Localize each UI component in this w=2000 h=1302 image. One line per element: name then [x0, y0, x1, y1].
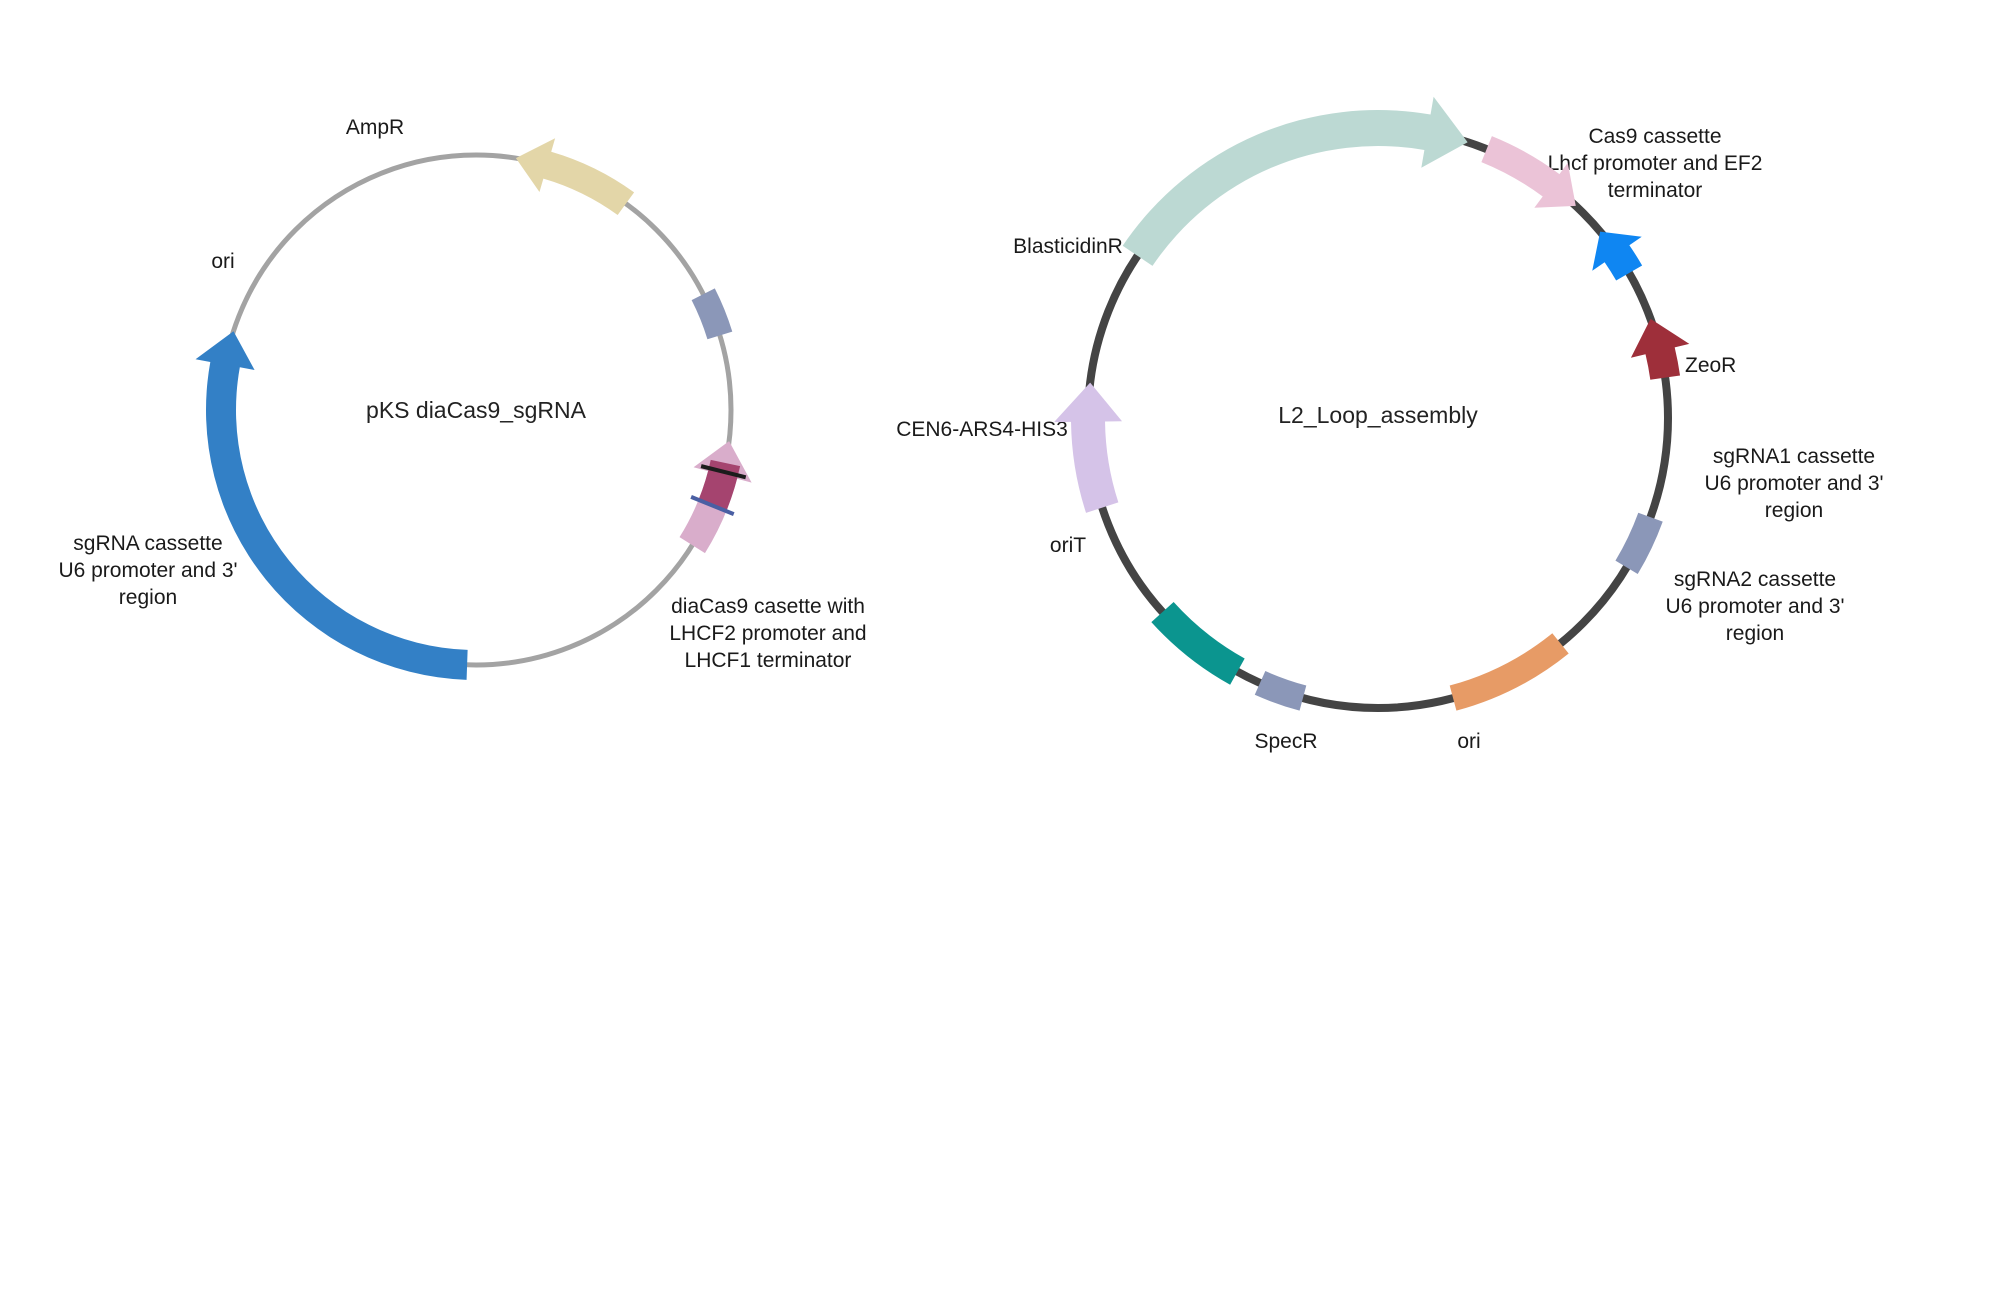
sgrna1-cassette-label: sgRNA1 cassette: [1713, 445, 1875, 468]
ori-label: ori: [1457, 730, 1480, 753]
blasticidinr-arrow: [1054, 382, 1123, 513]
sgrna1-cassette-arrow: [1592, 231, 1643, 281]
sgrna1-cassette-label: U6 promoter and 3': [1704, 472, 1883, 495]
l2-plasmid-name: L2_Loop_assembly: [1278, 402, 1478, 428]
sgrna2-cassette-label: region: [1726, 622, 1784, 645]
sgrna-cassette-site-marker: [700, 464, 747, 480]
zeor-arrow: [1481, 136, 1576, 208]
cas9-cassette-label: terminator: [1608, 179, 1703, 202]
specr-block: [1449, 633, 1569, 711]
sgrna2-cassette-label: U6 promoter and 3': [1665, 595, 1844, 618]
l2-feature-orit[interactable]: oriT: [1050, 534, 1307, 711]
ampr-arrow: [515, 138, 635, 216]
cen6-label: CEN6-ARS4-HIS3: [896, 418, 1068, 441]
plasmid-pks: pKS diaCas9_sgRNA AmpR ori sgRNA cassetteU6…: [58, 116, 867, 680]
l2-feature-cen6[interactable]: CEN6-ARS4-HIS3: [896, 418, 1245, 685]
blasticidinr-label: BlasticidinR: [1013, 235, 1123, 258]
specr-label: SpecR: [1254, 730, 1317, 753]
cen6-block: [1151, 602, 1245, 685]
sgrna2-cassette-label: sgRNA2 cassette: [1674, 568, 1836, 591]
diacas9-cassette-label: LHCF2 promoter and: [669, 622, 866, 645]
orit-label: oriT: [1050, 534, 1086, 557]
cas9-cassette-arrow: [1122, 96, 1468, 266]
sgrna-cassette-label: U6 promoter and 3': [58, 559, 237, 582]
diacas9-cassette-arrow: [195, 331, 468, 680]
diacas9-cassette-label: diaCas9 casette with: [671, 595, 865, 618]
sgrna-cassette-label: region: [119, 586, 177, 609]
pks-feature-ori[interactable]: ori: [211, 250, 733, 340]
pks-feature-ampr[interactable]: AmpR: [346, 116, 635, 216]
ori-block: [1615, 512, 1663, 575]
diacas9-cassette-label: LHCF1 terminator: [685, 649, 852, 672]
orit-block: [1254, 671, 1307, 711]
l2-feature-blasticidinr[interactable]: BlasticidinR: [1013, 235, 1123, 513]
pks-plasmid-name: pKS diaCas9_sgRNA: [366, 397, 587, 423]
sgrna1-cassette-label: region: [1765, 499, 1823, 522]
l2-feature-sgrna2-cassette[interactable]: sgRNA2 cassette U6 promoter and 3' region: [1630, 318, 1845, 645]
l2-feature-sgrna1-cassette[interactable]: sgRNA1 cassette U6 promoter and 3' region: [1592, 231, 1884, 522]
ori-block: [691, 288, 733, 340]
sgrna-cassette-site-marker: [690, 495, 735, 516]
zeor-label: ZeoR: [1685, 354, 1736, 377]
cas9-cassette-label: Cas9 cassette: [1588, 125, 1721, 148]
sgrna-cassette-label: sgRNA cassette: [73, 532, 222, 555]
ampr-label: AmpR: [346, 116, 404, 139]
pks-feature-sgrna-cassette[interactable]: sgRNA cassette U6 promoter and 3' region: [58, 441, 752, 609]
sgrna2-cassette-arrow: [1630, 318, 1690, 380]
ori-label: ori: [211, 250, 234, 273]
l2-feature-ori[interactable]: ori: [1457, 512, 1663, 753]
l2-feature-specr[interactable]: SpecR: [1254, 633, 1569, 753]
cas9-cassette-label: Lhcf promoter and EF2: [1548, 152, 1763, 175]
l2-feature-zeor[interactable]: ZeoR: [1481, 136, 1736, 377]
